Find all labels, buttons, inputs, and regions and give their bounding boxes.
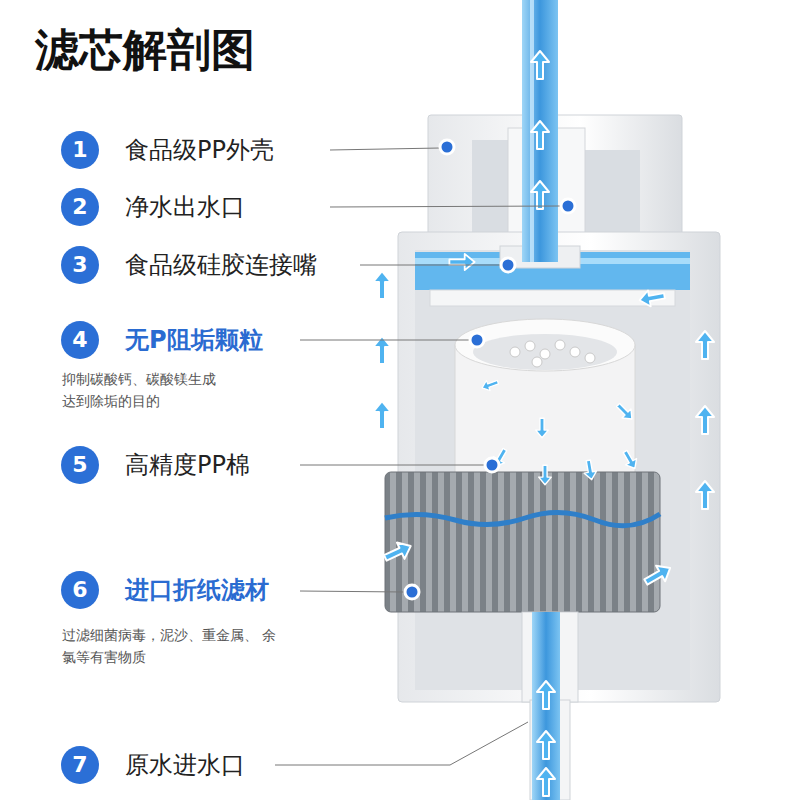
callout-number: 7 [72, 754, 87, 776]
leader-line [300, 340, 469, 341]
callout-circle: 2 [61, 188, 99, 226]
cotton-hole [473, 334, 617, 370]
scale-ball [532, 357, 542, 367]
scale-ball [540, 349, 550, 359]
part-name: 原水进水口 [125, 749, 245, 781]
flow-arrow [696, 406, 714, 434]
part-note: 抑制碳酸钙、碳酸镁生成 达到除垢的目的 [62, 368, 224, 412]
leader-line [360, 265, 500, 266]
flow-arrow [641, 560, 674, 590]
outlet-water [522, 0, 558, 262]
flow-arrow [531, 121, 549, 149]
flow-arrow [382, 538, 415, 566]
flow-arrow [373, 401, 391, 429]
scale-ball [510, 347, 520, 357]
flow-arrow [582, 459, 598, 480]
leader-line [300, 591, 404, 592]
flow-arrow [539, 465, 552, 485]
leader-line [330, 148, 440, 150]
flow-arrow [638, 288, 666, 308]
leader-line [275, 722, 528, 765]
flow-arrow [531, 51, 549, 79]
flow-arrow [537, 768, 555, 796]
part-name: 净水出水口 [125, 191, 245, 223]
callout-number: 3 [72, 254, 87, 276]
flow-arrow [537, 731, 555, 759]
callout-number: 5 [72, 454, 87, 476]
scale-ball [570, 347, 580, 357]
leader-dot [440, 140, 454, 154]
callout-number: 4 [72, 329, 87, 351]
flow-arrow [620, 448, 641, 471]
leader-dot [485, 458, 499, 472]
flow-arrow [480, 377, 499, 393]
part-name: 进口折纸滤材 [125, 574, 269, 606]
callout-circle: 6 [61, 571, 99, 609]
inner-lid [430, 290, 675, 306]
callout-circle: 5 [61, 446, 99, 484]
callout-circle: 3 [61, 246, 99, 284]
callout-circle: 1 [61, 131, 99, 169]
scale-ball [585, 353, 595, 363]
inlet-water [532, 612, 560, 800]
leader-dot [470, 333, 484, 347]
callout-circle: 7 [61, 746, 99, 784]
diagram-title: 滤芯解剖图 [35, 22, 255, 78]
flow-arrow [531, 181, 549, 209]
callout-number: 6 [72, 579, 87, 601]
pleated-filter [385, 472, 660, 612]
part-name: 无P阻垢颗粒 [125, 324, 263, 356]
part-note: 过滤细菌病毒，泥沙、重金属、 余氯等有害物质 [62, 624, 278, 668]
leader-line [330, 206, 560, 207]
flow-arrow [614, 401, 637, 424]
callout-circle: 4 [61, 321, 99, 359]
flow-arrow [536, 418, 549, 438]
leader-dot [405, 585, 419, 599]
part-name: 食品级硅胶连接嘴 [125, 249, 317, 281]
flow-arrow [373, 271, 391, 299]
callout-number: 1 [72, 139, 87, 161]
scale-ball [525, 341, 535, 351]
part-name: 食品级PP外壳 [125, 134, 274, 166]
flow-arrow [696, 331, 714, 359]
callout-number: 2 [72, 196, 87, 218]
part-name: 高精度PP棉 [125, 449, 250, 481]
flow-arrow [449, 254, 474, 270]
flow-arrow [537, 681, 555, 709]
leader-line [300, 465, 484, 466]
filter-seam [385, 512, 660, 525]
leader-dot [501, 258, 515, 272]
cotton-top [455, 319, 635, 371]
scale-ball [555, 340, 565, 350]
flow-arrow [696, 481, 714, 509]
leader-dot [561, 199, 575, 213]
